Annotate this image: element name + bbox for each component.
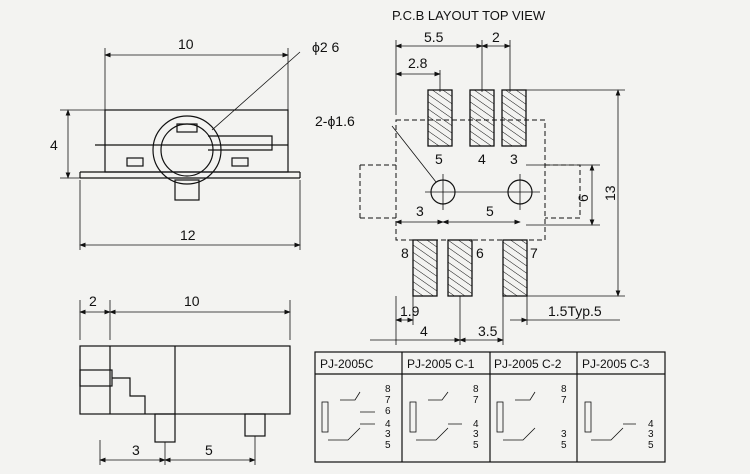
- pad-7: [502, 239, 528, 297]
- pad-6: [447, 239, 473, 297]
- pin-label: 8: [473, 384, 479, 395]
- pin-label: 4: [648, 419, 654, 430]
- pad-4: [469, 89, 495, 147]
- side-length: 10: [184, 293, 200, 309]
- pin-label: 5: [385, 440, 391, 451]
- dim-3: 3: [416, 203, 424, 219]
- side-pitch-a: 3: [132, 442, 140, 458]
- side-pitch-b: 5: [205, 442, 213, 458]
- pin-label: 5: [561, 440, 567, 451]
- dim-1-9: 1.9: [400, 303, 420, 319]
- pin-label: 3: [648, 429, 654, 440]
- model-name: PJ-2005 C-1: [407, 357, 475, 371]
- dim-13: 13: [602, 185, 618, 201]
- pin-label: 4: [385, 419, 391, 430]
- schematic-pins: 8 7 6 4 3 5: [385, 384, 391, 451]
- front-view: 10 4 ϕ2 6 12: [50, 36, 340, 250]
- model-name: PJ-2005 C-3: [582, 357, 650, 371]
- pin-label: 8: [561, 384, 567, 395]
- front-width-top: 10: [178, 36, 194, 52]
- dim-6: 6: [575, 194, 591, 202]
- pin-label: 3: [561, 429, 567, 440]
- pin-label: 4: [473, 419, 479, 430]
- pin-label: 4: [478, 151, 486, 167]
- dim-5: 5: [486, 203, 494, 219]
- pin-label: 7: [385, 395, 391, 406]
- pin-label: 8: [385, 384, 391, 395]
- side-view: 2 10 3 5: [79, 293, 291, 465]
- front-diameter: ϕ2 6: [312, 39, 340, 55]
- pcb-title: P.C.B LAYOUT TOP VIEW: [392, 8, 546, 23]
- holes-label: 2-ϕ1.6: [315, 113, 355, 129]
- pin-label: 3: [510, 151, 518, 167]
- model-name: PJ-2005 C-2: [494, 357, 562, 371]
- front-width-bottom: 12: [180, 227, 196, 243]
- dim-3-5: 3.5: [478, 323, 498, 339]
- pad-5: [427, 89, 453, 147]
- side-offset: 2: [89, 293, 97, 309]
- pin-label: 7: [473, 395, 479, 406]
- pin-label: 3: [385, 429, 391, 440]
- dim-2: 2: [492, 29, 500, 45]
- pin-label: 5: [473, 440, 479, 451]
- model-name: PJ-2005C: [320, 357, 374, 371]
- pin-label: 6: [385, 406, 391, 417]
- pcb-layout: P.C.B LAYOUT TOP VIEW 5.5 2 2.8 5 4 3 2-…: [315, 8, 625, 345]
- dim-2-8: 2.8: [408, 55, 428, 71]
- pad-3: [501, 89, 527, 147]
- pin-label: 7: [561, 395, 567, 406]
- pin-label: 3: [473, 429, 479, 440]
- pin-label: 5: [435, 151, 443, 167]
- dim-4: 4: [420, 323, 428, 339]
- pin-label: 5: [648, 440, 654, 451]
- pad-width-label: 1.5Typ.5: [548, 303, 602, 319]
- pin-label: 7: [530, 245, 538, 261]
- pad-8: [412, 239, 438, 297]
- pin-label: 6: [476, 245, 484, 261]
- pin-label: 8: [401, 245, 409, 261]
- front-height: 4: [50, 137, 58, 153]
- model-table: PJ-2005C PJ-2005 C-1 PJ-2005 C-2 PJ-2005…: [314, 351, 666, 463]
- dim-5-5: 5.5: [424, 29, 444, 45]
